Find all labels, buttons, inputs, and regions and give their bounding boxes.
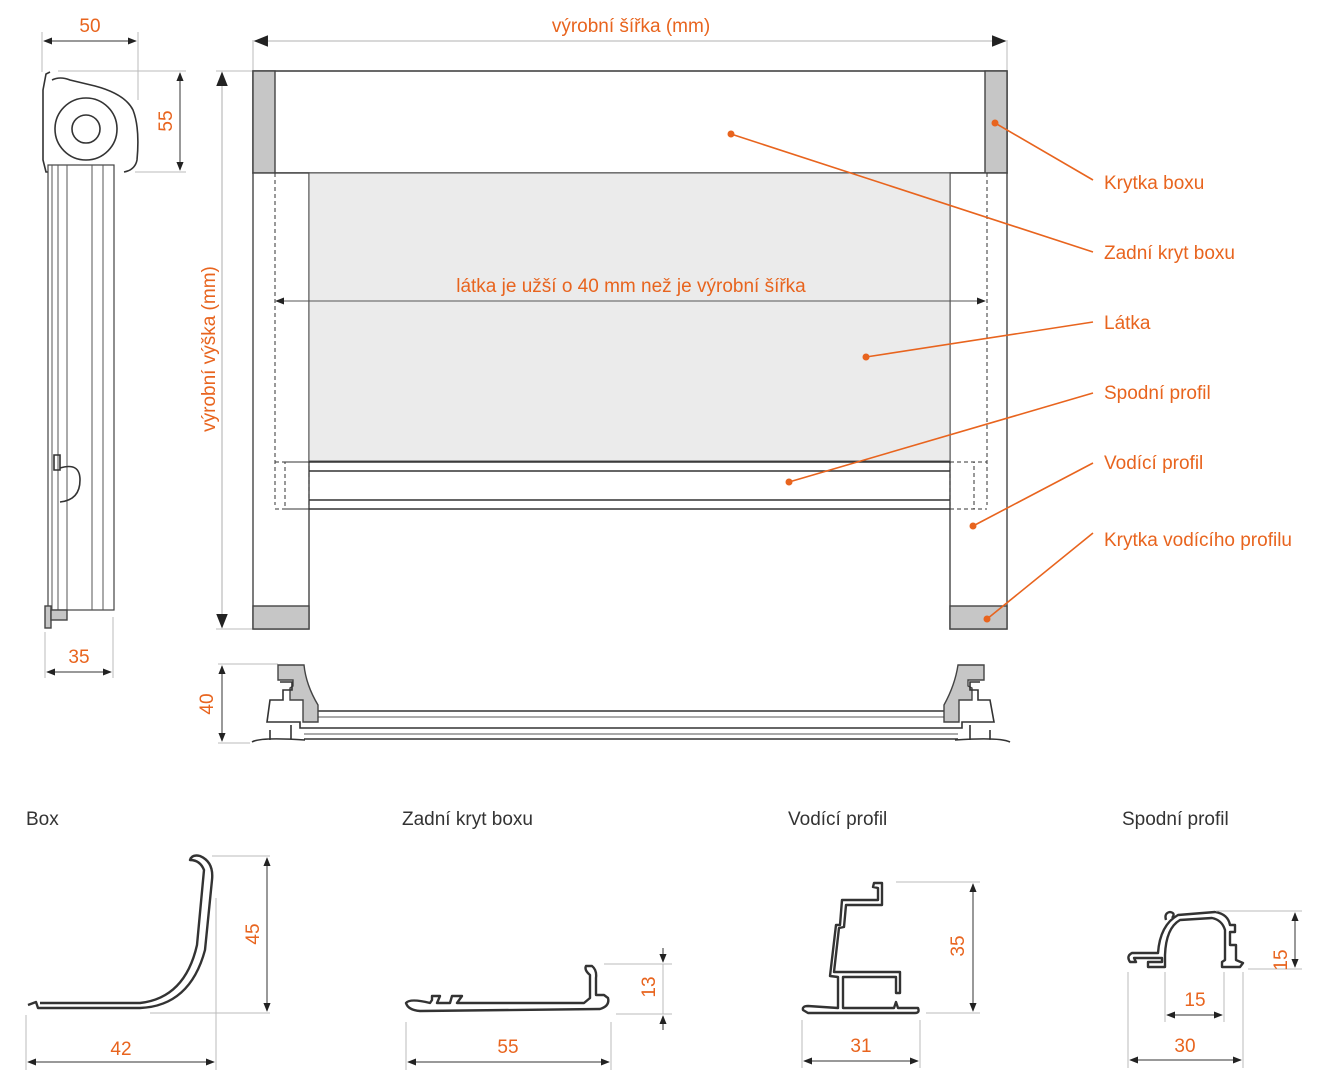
side-box-shell <box>51 77 139 173</box>
profile-box-width: 42 <box>110 1039 131 1060</box>
profile-guide-shape <box>801 881 920 1015</box>
front-view: výrobní šířka (mm) výrobní výška (mm) lá… <box>199 16 1292 630</box>
profile-box-back-cover-title: Zadní kryt boxu <box>402 809 533 830</box>
side-depth-dim: 35 <box>68 647 89 668</box>
profile-bottom-height: 15 <box>1271 949 1292 970</box>
side-box-height-dim: 55 <box>156 110 177 131</box>
side-bottom-profile <box>59 465 81 503</box>
profile-box: Box 45 42 <box>25 809 271 1070</box>
profile-box-shape <box>27 854 214 1010</box>
section-right-guide <box>954 725 1011 743</box>
callout-fabric: Látka <box>1104 313 1151 334</box>
roller-tube <box>54 97 118 161</box>
profile-bottom-width: 30 <box>1174 1036 1195 1057</box>
side-box-front-wall <box>42 71 51 173</box>
profile-box-back-cover: Zadní kryt boxu 13 55 <box>402 809 672 1070</box>
profile-box-back-cover-shape <box>404 964 610 1013</box>
roller-axle <box>71 114 101 144</box>
profile-bottom-shape <box>1127 910 1245 969</box>
callout-guide-profile: Vodící profil <box>1104 453 1203 474</box>
guide-cap-left <box>252 605 310 630</box>
side-width-dim: 50 <box>79 16 100 37</box>
callout-box-back-cover: Zadní kryt boxu <box>1104 243 1235 264</box>
production-width-label: výrobní šířka (mm) <box>552 16 710 37</box>
profile-guide-height: 35 <box>948 935 969 956</box>
callout-guide-profile-cap: Krytka vodícího profilu <box>1104 530 1292 551</box>
profile-box-title: Box <box>26 809 59 830</box>
section-left-guide <box>251 725 306 743</box>
callout-leaders <box>727 119 1094 623</box>
profile-guide-title: Vodící profil <box>788 809 887 830</box>
callout-box-cap: Krytka boxu <box>1104 173 1204 194</box>
profile-bottom-title: Spodní profil <box>1122 809 1229 830</box>
profile-box-back-cover-height: 13 <box>639 976 660 997</box>
guide-rail-left <box>252 172 310 630</box>
fabric-width-note: látka je užší o 40 mm než je výrobní šíř… <box>456 276 806 297</box>
guide-rail-right <box>949 172 1008 630</box>
profile-bottom-inner-width: 15 <box>1184 990 1205 1011</box>
profile-guide-width: 31 <box>850 1036 871 1057</box>
profile-bottom: Spodní profil 15 15 30 <box>1122 809 1302 1068</box>
profile-box-height: 45 <box>243 923 264 944</box>
top-section-view: 40 <box>197 663 1011 744</box>
box-cap-left <box>252 70 276 174</box>
callout-bottom-profile: Spodní profil <box>1104 383 1211 404</box>
production-height-label: výrobní výška (mm) <box>199 266 220 432</box>
profile-guide: Vodící profil 35 31 <box>788 809 980 1068</box>
section-depth-dim: 40 <box>197 693 218 714</box>
profile-box-back-cover-width: 55 <box>497 1037 518 1058</box>
side-view: 50 55 35 <box>41 16 186 678</box>
section-left-cap <box>277 664 319 723</box>
side-bottom-profile-hook <box>53 454 61 471</box>
side-bottom-cap <box>44 605 52 629</box>
guide-cap-right <box>949 605 1008 630</box>
box-housing <box>252 70 1008 174</box>
fabric <box>308 172 951 462</box>
